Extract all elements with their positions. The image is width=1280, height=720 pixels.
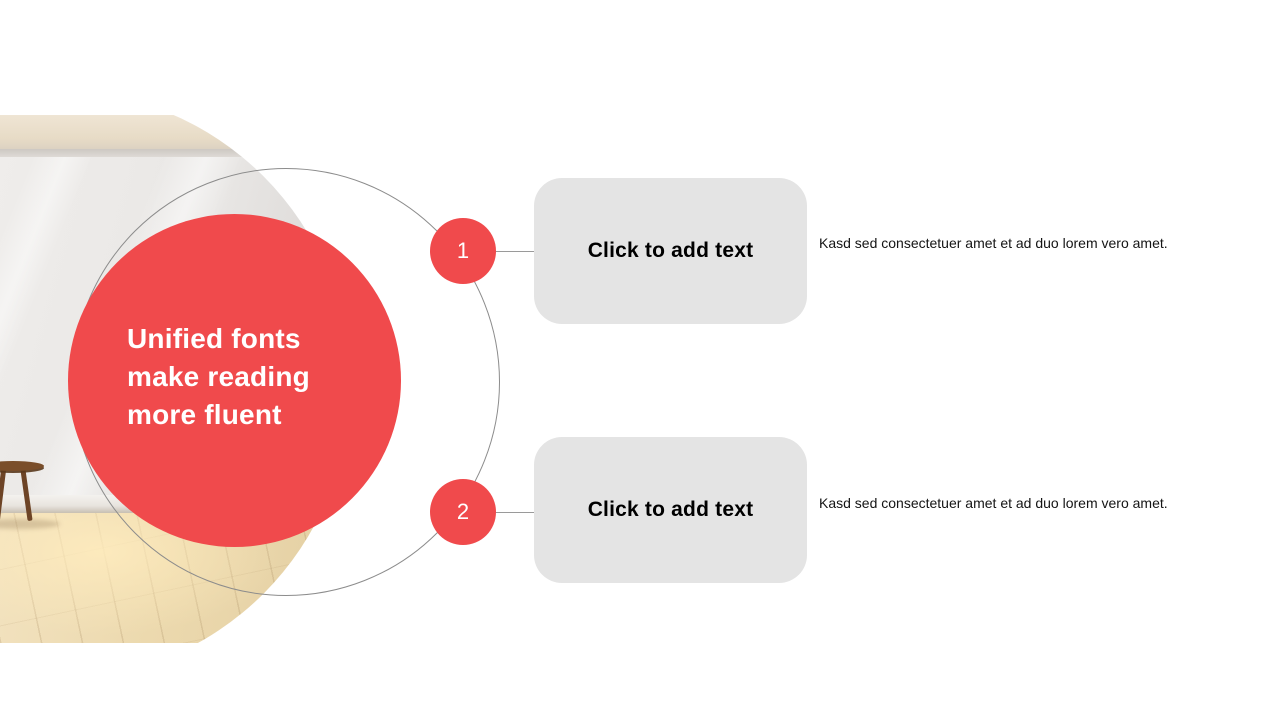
photo-stool	[0, 461, 44, 471]
text-placeholder-box-1[interactable]: Click to add text	[534, 178, 807, 324]
hero-title[interactable]: Unified fonts make reading more fluent	[127, 323, 310, 430]
text-placeholder-box-2[interactable]: Click to add text	[534, 437, 807, 583]
step-number-2: 2	[456, 499, 470, 524]
step-badge-2: 2	[430, 479, 496, 545]
photo-stool-shadow	[0, 519, 60, 529]
text-placeholder-label-1[interactable]: Click to add text	[587, 239, 754, 262]
connector-line-2	[496, 512, 534, 513]
description-text-2[interactable]: Kasd sed consectetuer amet et ad duo lor…	[819, 495, 1168, 511]
step-badge-1: 1	[430, 218, 496, 284]
step-number-1: 1	[456, 238, 470, 263]
description-text-1[interactable]: Kasd sed consectetuer amet et ad duo lor…	[819, 235, 1168, 251]
hero-red-circle	[68, 214, 401, 547]
photo-ceiling	[0, 115, 350, 149]
text-placeholder-label-2[interactable]: Click to add text	[587, 498, 754, 521]
photo-ceiling-shadow	[0, 149, 350, 157]
connector-line-1	[496, 251, 534, 252]
